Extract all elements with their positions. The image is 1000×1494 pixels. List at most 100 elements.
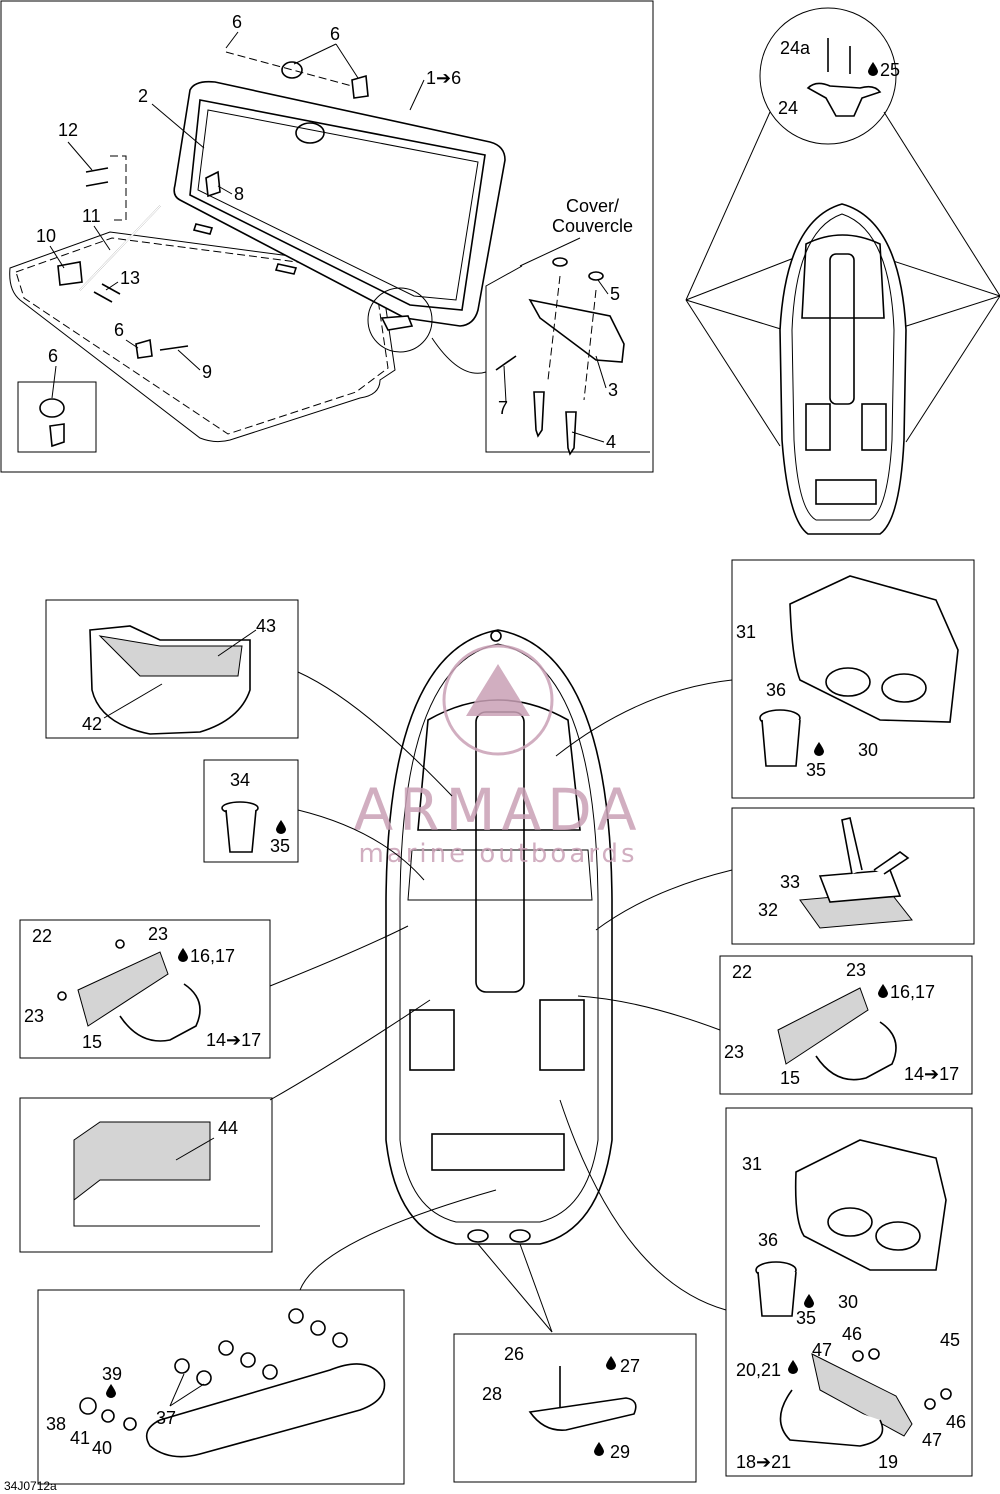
- handle-right-gasket: [777, 987, 869, 1065]
- label-cover-3: 3: [608, 380, 618, 400]
- rivet-axis-b: [583, 289, 597, 401]
- pylon-nut-a: [288, 1308, 304, 1324]
- label-rh-46a: 46: [842, 1324, 862, 1344]
- watermark-brand: ARMADA: [353, 776, 642, 844]
- foam-pad-frame: [19, 1097, 273, 1253]
- cleat-detail: 24a 25 24: [685, 7, 1000, 447]
- handle-right-frame: [719, 955, 973, 1095]
- label-ss-27: 27: [620, 1356, 640, 1376]
- hatch-opening: [9, 231, 396, 443]
- glove-box-rear: [794, 1139, 947, 1271]
- shifter-frame: [731, 807, 975, 945]
- glove-box-rear-hole-a: [827, 1207, 873, 1237]
- watermark: ARMADA marine outboards: [353, 644, 642, 869]
- cup-insert-frame: [203, 759, 299, 863]
- latch-axis: [225, 51, 353, 87]
- pylon-nut-g: [240, 1352, 256, 1368]
- label-cup-35: 35: [270, 836, 290, 856]
- label-gbr-31: 31: [742, 1154, 762, 1174]
- latch-knob: [281, 61, 303, 79]
- foam-pad: [73, 1121, 211, 1202]
- label-hl-15: 15: [82, 1032, 102, 1052]
- storage-bin-liner: [98, 635, 243, 677]
- shifter-base: [818, 869, 902, 903]
- shifter-lever: [841, 817, 863, 875]
- throttle-lever: [873, 851, 910, 875]
- label-cover-6c: 6: [114, 320, 124, 340]
- pylon-nut-h: [262, 1364, 278, 1380]
- cleat: [806, 82, 882, 117]
- label-cover-4: 4: [606, 432, 616, 452]
- glove-box-front-frame: [731, 559, 975, 799]
- latch-inset-knob: [39, 398, 65, 418]
- label-cover-11: 11: [82, 206, 101, 226]
- foam-pad-panel: 44: [19, 1097, 273, 1253]
- watermark-logo-mark: [466, 664, 530, 716]
- label-bin-42: 42: [82, 714, 102, 734]
- main-seat-right: [539, 999, 585, 1071]
- hull-deck: [791, 213, 895, 521]
- label-rh-45: 45: [940, 1330, 960, 1350]
- rivet-b: [565, 411, 577, 456]
- handle-right-labels: 22 23 16,17 23 15 14➔17: [724, 960, 959, 1088]
- pylon-nut-f: [218, 1340, 234, 1356]
- storage-bin-frame: [45, 599, 299, 739]
- label-cup-34: 34: [230, 770, 250, 790]
- label-rh-19: 19: [878, 1452, 898, 1472]
- handle-left-gasket: [77, 951, 169, 1027]
- label-sp-39: 39: [102, 1364, 122, 1384]
- main-hull-gunwale: [399, 643, 599, 1223]
- cup-insert-body: [225, 809, 257, 853]
- label-rh-18-21: 18➔21: [736, 1452, 791, 1472]
- glove-box-rear-labels: 31 36 35 30: [742, 1154, 858, 1328]
- hull-swim-platform: [815, 479, 877, 505]
- main-hull-outline: [385, 629, 613, 1245]
- leader-bin-42: [103, 683, 163, 719]
- glove-box-front-labels: 31 36 35 30: [736, 622, 878, 780]
- screw-7: [495, 355, 517, 371]
- label-gbr-30: 30: [838, 1292, 858, 1312]
- leader-bin-43: [217, 629, 257, 657]
- label-hr-23b: 23: [724, 1042, 744, 1062]
- cleat-labels: 24a 25 24: [778, 38, 900, 118]
- label-sp-38: 38: [46, 1414, 66, 1434]
- label-cover-6b: 6: [330, 24, 340, 44]
- hatch-opening-inner: [15, 237, 389, 435]
- pylon-nut-c: [332, 1332, 348, 1348]
- rear-handle-bar: [779, 1389, 884, 1447]
- pylon-nut-e: [196, 1370, 212, 1386]
- label-hl-23b: 23: [24, 1006, 44, 1026]
- handle-right-bar: [815, 1021, 897, 1081]
- frame-clip-a: [192, 223, 214, 235]
- pylon-nut-d: [174, 1358, 190, 1374]
- main-hull: [385, 629, 613, 1245]
- pylon-nut-b: [310, 1320, 326, 1336]
- leader-sp-37a: [169, 1373, 185, 1407]
- label-cover-10: 10: [36, 226, 56, 246]
- handle-right-panel: 22 23 16,17 23 15 14➔17: [719, 955, 973, 1095]
- ski-pylon-panel: 39 38 41 40 37: [37, 1289, 405, 1485]
- leader-sp-37b: [169, 1383, 205, 1407]
- label-sh-32: 32: [758, 900, 778, 920]
- shifter-labels: 33 32: [758, 872, 800, 920]
- label-rh-20-21: 20,21: [736, 1360, 781, 1380]
- label-cover-2: 2: [138, 86, 148, 106]
- hull-top-view: [779, 203, 907, 535]
- latch-inset: [17, 381, 97, 453]
- hull-outline: [779, 203, 907, 535]
- screw-13b: [101, 283, 121, 295]
- detail-circle: [367, 287, 433, 353]
- glove-box-rear-panel: 31 36 35 30: [725, 1107, 973, 1477]
- label-gbr-36: 36: [758, 1230, 778, 1250]
- label-hr-14-17: 14➔17: [904, 1064, 959, 1084]
- glove-box-front-panel: 31 36 35 30: [731, 559, 975, 799]
- figure-code: 34J0712a: [4, 1479, 57, 1493]
- handle-left-bar: [119, 983, 201, 1042]
- cup-insert-panel: 34 35: [203, 759, 299, 863]
- cup-insert-labels: 34 35: [230, 770, 290, 856]
- detail-clip: [380, 315, 414, 331]
- label-ss-26: 26: [504, 1344, 524, 1364]
- label-cover-9: 9: [202, 362, 212, 382]
- label-gbf-31: 31: [736, 622, 756, 642]
